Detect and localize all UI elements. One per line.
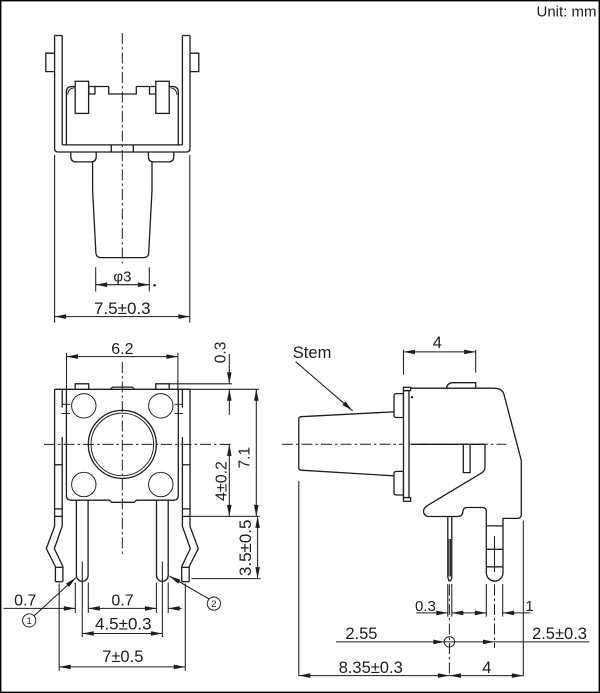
svg-text:1: 1 bbox=[525, 598, 533, 615]
svg-text:Stem: Stem bbox=[293, 344, 332, 362]
svg-text:4.5±0.3: 4.5±0.3 bbox=[95, 614, 152, 633]
svg-text:7.1: 7.1 bbox=[237, 447, 254, 469]
svg-text:2.55: 2.55 bbox=[345, 625, 377, 643]
svg-text:0.3: 0.3 bbox=[213, 342, 230, 364]
svg-text:6.2: 6.2 bbox=[111, 341, 133, 358]
svg-text:4: 4 bbox=[482, 659, 491, 677]
svg-text:Unit: mm: Unit: mm bbox=[537, 3, 597, 20]
svg-text:3.5±0.5: 3.5±0.5 bbox=[236, 519, 255, 576]
svg-text:2: 2 bbox=[211, 599, 216, 610]
svg-text:0.7: 0.7 bbox=[111, 592, 133, 609]
svg-text:φ3: φ3 bbox=[113, 269, 131, 286]
svg-text:0.3: 0.3 bbox=[415, 598, 436, 615]
svg-text:0.7: 0.7 bbox=[14, 592, 36, 609]
svg-text:4±0.2: 4±0.2 bbox=[213, 461, 230, 501]
svg-text:7.5±0.3: 7.5±0.3 bbox=[94, 299, 151, 318]
svg-text:2.5±0.3: 2.5±0.3 bbox=[532, 625, 587, 643]
svg-text:4: 4 bbox=[433, 334, 442, 352]
svg-text:7±0.5: 7±0.5 bbox=[102, 648, 143, 666]
svg-text:8.35±0.3: 8.35±0.3 bbox=[339, 659, 403, 677]
svg-text:1: 1 bbox=[27, 616, 32, 627]
